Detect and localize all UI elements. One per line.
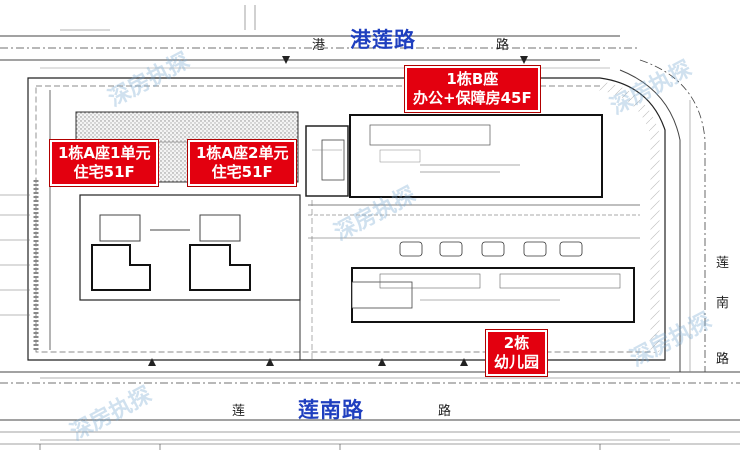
tag-a-unit2-line2: 住宅51F (211, 163, 273, 181)
tag-a-unit2-line1: 1栋A座2单元 (196, 144, 289, 162)
tag-kindergarten: 2栋 幼儿园 (486, 330, 548, 376)
road-char-south-right: 路 (438, 404, 452, 419)
tag-a-unit1-line2: 住宅51F (73, 163, 135, 181)
b-tower-footprint (349, 114, 603, 198)
site-boundary (27, 77, 666, 361)
tag-b-tower-line1: 1栋B座 (446, 70, 499, 88)
tag-kindergarten-line2: 幼儿园 (494, 353, 540, 371)
east-road-lines (619, 59, 706, 372)
tag-b-tower-line2: 办公+保障房45F (413, 89, 532, 107)
kindergarten-footprint (351, 267, 635, 323)
dimension-lines (40, 5, 670, 441)
left-annotation-lines (0, 194, 30, 316)
road-char-south-left: 莲 (232, 404, 246, 419)
tag-kindergarten-line1: 2栋 (503, 334, 530, 352)
road-name-north: 港莲路 (350, 28, 416, 52)
parking-strip (308, 204, 640, 239)
north-road-lines (0, 35, 640, 69)
road-char-east-3: 路 (716, 352, 730, 367)
core-block (305, 125, 349, 197)
entrance-markers (148, 56, 528, 366)
a-towers-footprint (79, 194, 301, 301)
road-char-north-left: 港 (312, 38, 326, 53)
tag-a-unit1-line1: 1栋A座1单元 (58, 144, 151, 162)
tag-a-unit2: 1栋A座2单元 住宅51F (188, 140, 297, 186)
road-name-south: 莲南路 (298, 398, 364, 422)
road-char-north-right: 路 (496, 38, 510, 53)
road-char-east-1: 莲 (716, 256, 730, 271)
tag-b-tower: 1栋B座 办公+保障房45F (405, 66, 540, 112)
south-road-lines (0, 371, 740, 450)
road-char-east-2: 南 (716, 296, 730, 311)
car-icons (399, 241, 583, 257)
tag-a-unit1: 1栋A座1单元 住宅51F (50, 140, 159, 186)
